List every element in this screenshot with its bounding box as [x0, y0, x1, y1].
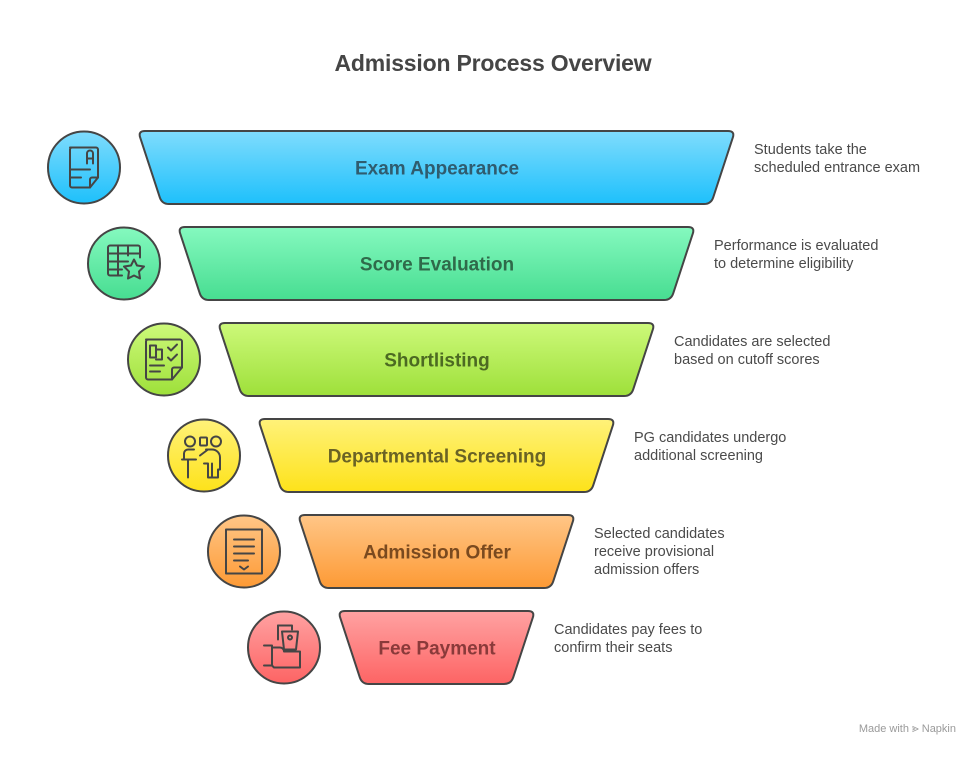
table-star-icon: [107, 244, 145, 280]
step-description: Students take the scheduled entrance exa…: [754, 142, 921, 176]
funnel-step-label: Admission Offer: [363, 543, 511, 564]
step-description: Candidates pay fees to confirm their sea…: [554, 622, 703, 656]
funnel-step: Exam Appearance: [47, 130, 735, 205]
funnel-layer-shape: [298, 514, 575, 589]
step-description: PG candidates undergo additional screeni…: [634, 430, 787, 464]
funnel-step-label: Shortlisting: [384, 351, 490, 372]
napkin-brand-text: Napkin: [921, 722, 956, 735]
presenter-icon: [181, 435, 222, 479]
made-with-text: Made with: [858, 722, 909, 735]
funnel-step: Shortlisting: [127, 322, 655, 397]
napkin-logo-icon: ⪢: [911, 721, 919, 735]
step-icon-circle: [87, 226, 161, 301]
exam-paper-icon: [69, 146, 99, 189]
funnel-step-label: Fee Payment: [378, 639, 496, 660]
funnel-step: Fee Payment: [247, 610, 535, 685]
funnel-step-label: Exam Appearance: [355, 159, 519, 180]
page-title: Admission Process Overview: [334, 50, 652, 76]
offer-letter-icon: [225, 528, 263, 575]
funnel-step: Admission Offer: [207, 514, 575, 589]
step-icon-circle: [127, 322, 201, 397]
funnel-layer-shape: [178, 226, 695, 301]
step-description: Selected candidates receive provisional …: [594, 526, 725, 578]
checklist-icon: [145, 338, 183, 381]
step-description: Candidates are selected based on cutoff …: [674, 334, 831, 368]
funnel-layer-shape: [258, 418, 615, 493]
funnel-step-label: Score Evaluation: [360, 255, 514, 276]
funnel-layer-shape: [138, 130, 735, 205]
hand-money-icon: [263, 624, 301, 669]
step-icon-circle: [167, 418, 241, 493]
step-description: Performance is evaluated to determine el…: [714, 238, 879, 272]
step-icon-circle: [47, 130, 121, 205]
funnel-step-label: Departmental Screening: [328, 447, 547, 468]
funnel-layer-shape: [218, 322, 655, 397]
step-icon-circle: [207, 514, 281, 589]
footer-credit: Made with ⪢ Napkin: [859, 721, 956, 736]
funnel-step: Score Evaluation: [87, 226, 695, 301]
funnel-layer-shape: [338, 610, 535, 685]
funnel-step: Departmental Screening: [167, 418, 615, 493]
